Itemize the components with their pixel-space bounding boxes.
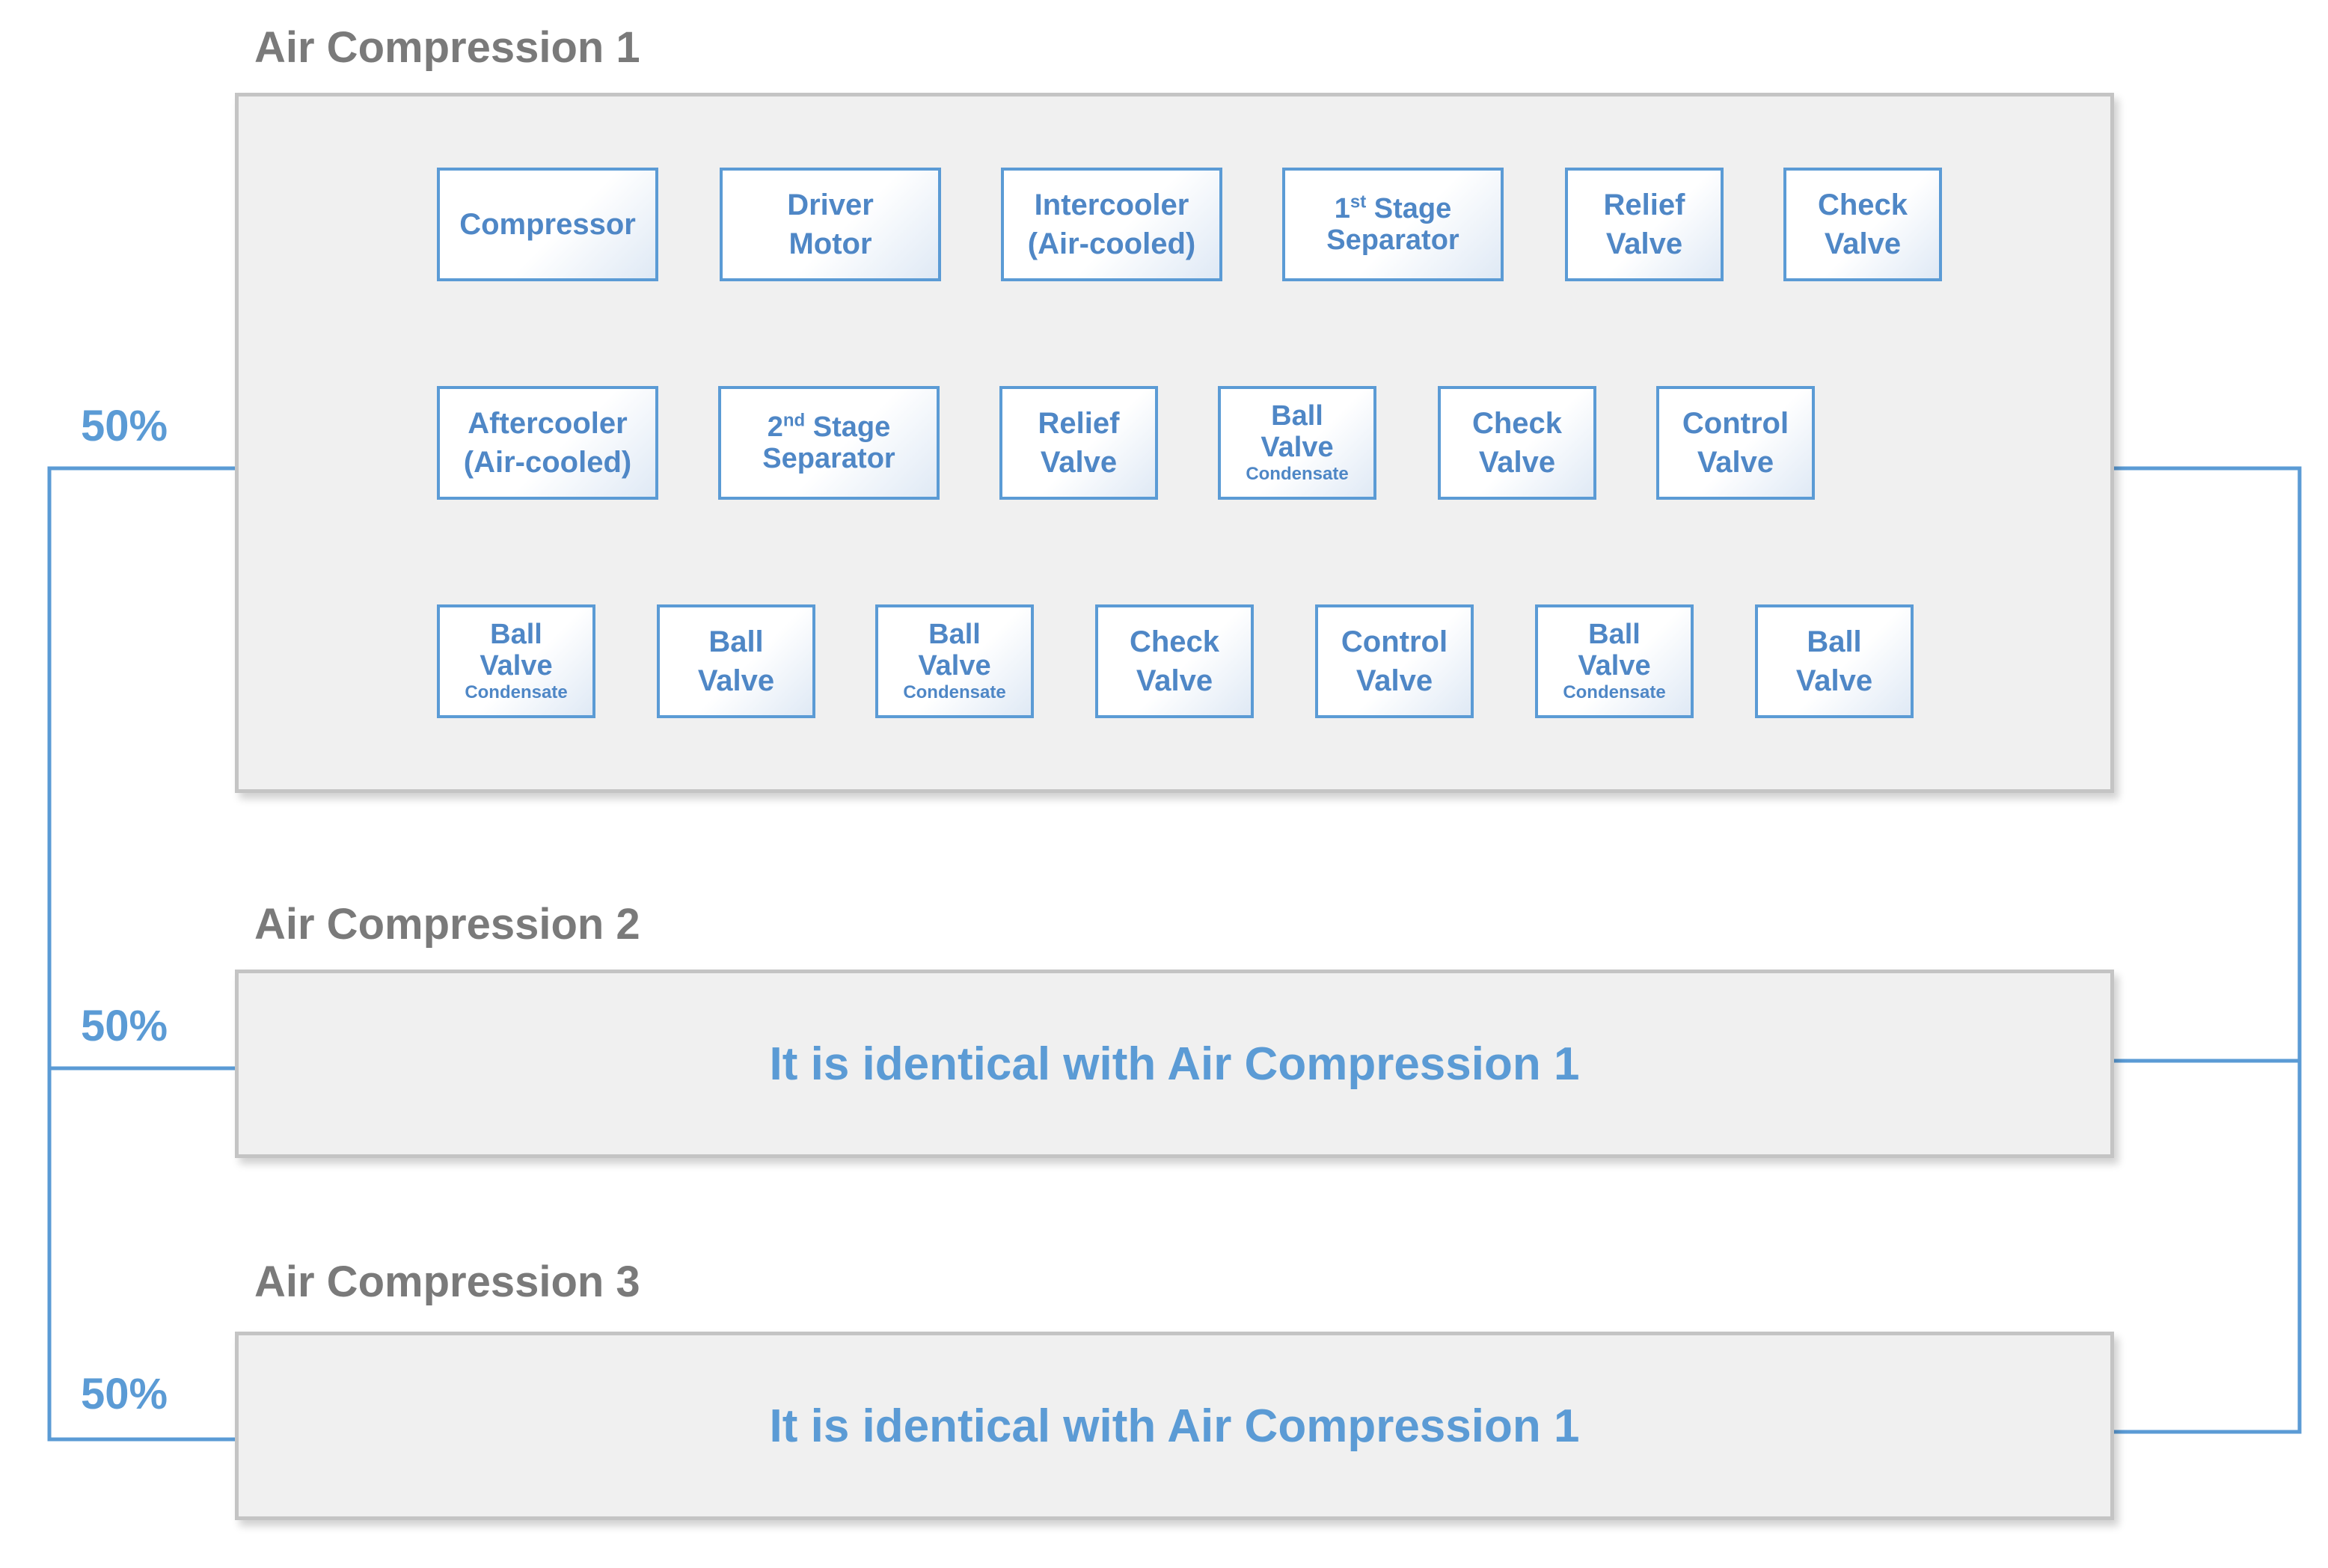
component-label: Intercooler <box>1034 189 1189 221</box>
control-valve-block: Control Valve <box>1656 386 1815 500</box>
component-label: Aftercooler <box>468 407 628 440</box>
check-valve-block: Check Valve <box>1095 604 1254 718</box>
component-label: Compressor <box>459 208 636 241</box>
component-sublabel: Condensate <box>465 682 568 702</box>
first-stage-separator-block: 1st Stage Separator <box>1282 168 1504 281</box>
relief-valve-block: Relief Valve <box>999 386 1158 500</box>
component-label: Valve <box>1824 227 1902 260</box>
component-label: Relief <box>1603 189 1685 221</box>
component-label: Ball <box>1588 619 1641 650</box>
component-label: Motor <box>788 227 872 260</box>
component-sublabel: Condensate <box>1246 464 1349 484</box>
ball-valve-block: Ball Valve <box>1755 604 1914 718</box>
ball-valve-block: Ball Valve <box>657 604 815 718</box>
check-valve-block: Check Valve <box>1783 168 1942 281</box>
system-3-title: Air Compression 3 <box>254 1258 640 1306</box>
component-label: Valve <box>918 650 991 682</box>
ball-valve-condensate-block: Ball Valve Condensate <box>1218 386 1376 500</box>
component-label: Valve <box>1136 664 1213 697</box>
system-2-panel: It is identical with Air Compression 1 <box>235 970 2114 1158</box>
component-label: (Air-cooled) <box>463 446 632 479</box>
component-label: Valve <box>1578 650 1651 682</box>
system-2-capacity: 50% <box>81 1002 168 1050</box>
compressor-block: Compressor <box>437 168 658 281</box>
system-2-note: It is identical with Air Compression 1 <box>769 1038 1580 1090</box>
component-label: Valve <box>1040 446 1118 479</box>
component-sublabel: Condensate <box>903 682 1006 702</box>
driver-motor-block: Driver Motor <box>720 168 941 281</box>
component-label: 2nd Stage <box>767 410 891 443</box>
component-label: Valve <box>1356 664 1433 697</box>
component-label: Check <box>1471 407 1563 440</box>
component-label: Valve <box>1795 664 1873 697</box>
ball-valve-condensate-block: Ball Valve Condensate <box>1535 604 1694 718</box>
control-valve-block: Control Valve <box>1315 604 1474 718</box>
system-2-title: Air Compression 2 <box>254 900 640 949</box>
component-label: Check <box>1817 189 1908 221</box>
check-valve-block: Check Valve <box>1438 386 1596 500</box>
component-label: Valve <box>480 650 553 682</box>
system-1-capacity: 50% <box>81 402 168 450</box>
component-label: Ball <box>1807 625 1862 658</box>
component-label: Ball <box>1271 400 1323 432</box>
system-3-panel: It is identical with Air Compression 1 <box>235 1332 2114 1520</box>
component-label: Valve <box>1478 446 1556 479</box>
relief-valve-block: Relief Valve <box>1565 168 1724 281</box>
component-label: Check <box>1129 625 1220 658</box>
component-label: Separator <box>1326 224 1459 256</box>
component-label: Ball <box>928 619 981 650</box>
system-1-title: Air Compression 1 <box>254 23 640 72</box>
component-label: Relief <box>1038 407 1120 440</box>
component-label: Ball <box>708 625 764 658</box>
system-3-capacity: 50% <box>81 1370 168 1418</box>
component-label: (Air-cooled) <box>1027 227 1196 260</box>
component-label: Ball <box>490 619 542 650</box>
system-3-note: It is identical with Air Compression 1 <box>769 1400 1580 1452</box>
component-sublabel: Condensate <box>1563 682 1666 702</box>
ball-valve-condensate-block: Ball Valve Condensate <box>437 604 595 718</box>
aftercooler-block: Aftercooler (Air-cooled) <box>437 386 658 500</box>
second-stage-separator-block: 2nd Stage Separator <box>718 386 940 500</box>
component-label: Valve <box>1605 227 1683 260</box>
component-label: Control <box>1341 625 1448 658</box>
component-label: Valve <box>1261 432 1334 463</box>
ball-valve-condensate-block: Ball Valve Condensate <box>875 604 1034 718</box>
component-label: Control <box>1682 407 1789 440</box>
component-label: Driver <box>787 189 874 221</box>
component-label: Valve <box>1697 446 1774 479</box>
component-label: Valve <box>697 664 775 697</box>
component-label: 1st Stage <box>1334 192 1452 224</box>
component-label: Separator <box>762 443 895 474</box>
intercooler-block: Intercooler (Air-cooled) <box>1001 168 1222 281</box>
